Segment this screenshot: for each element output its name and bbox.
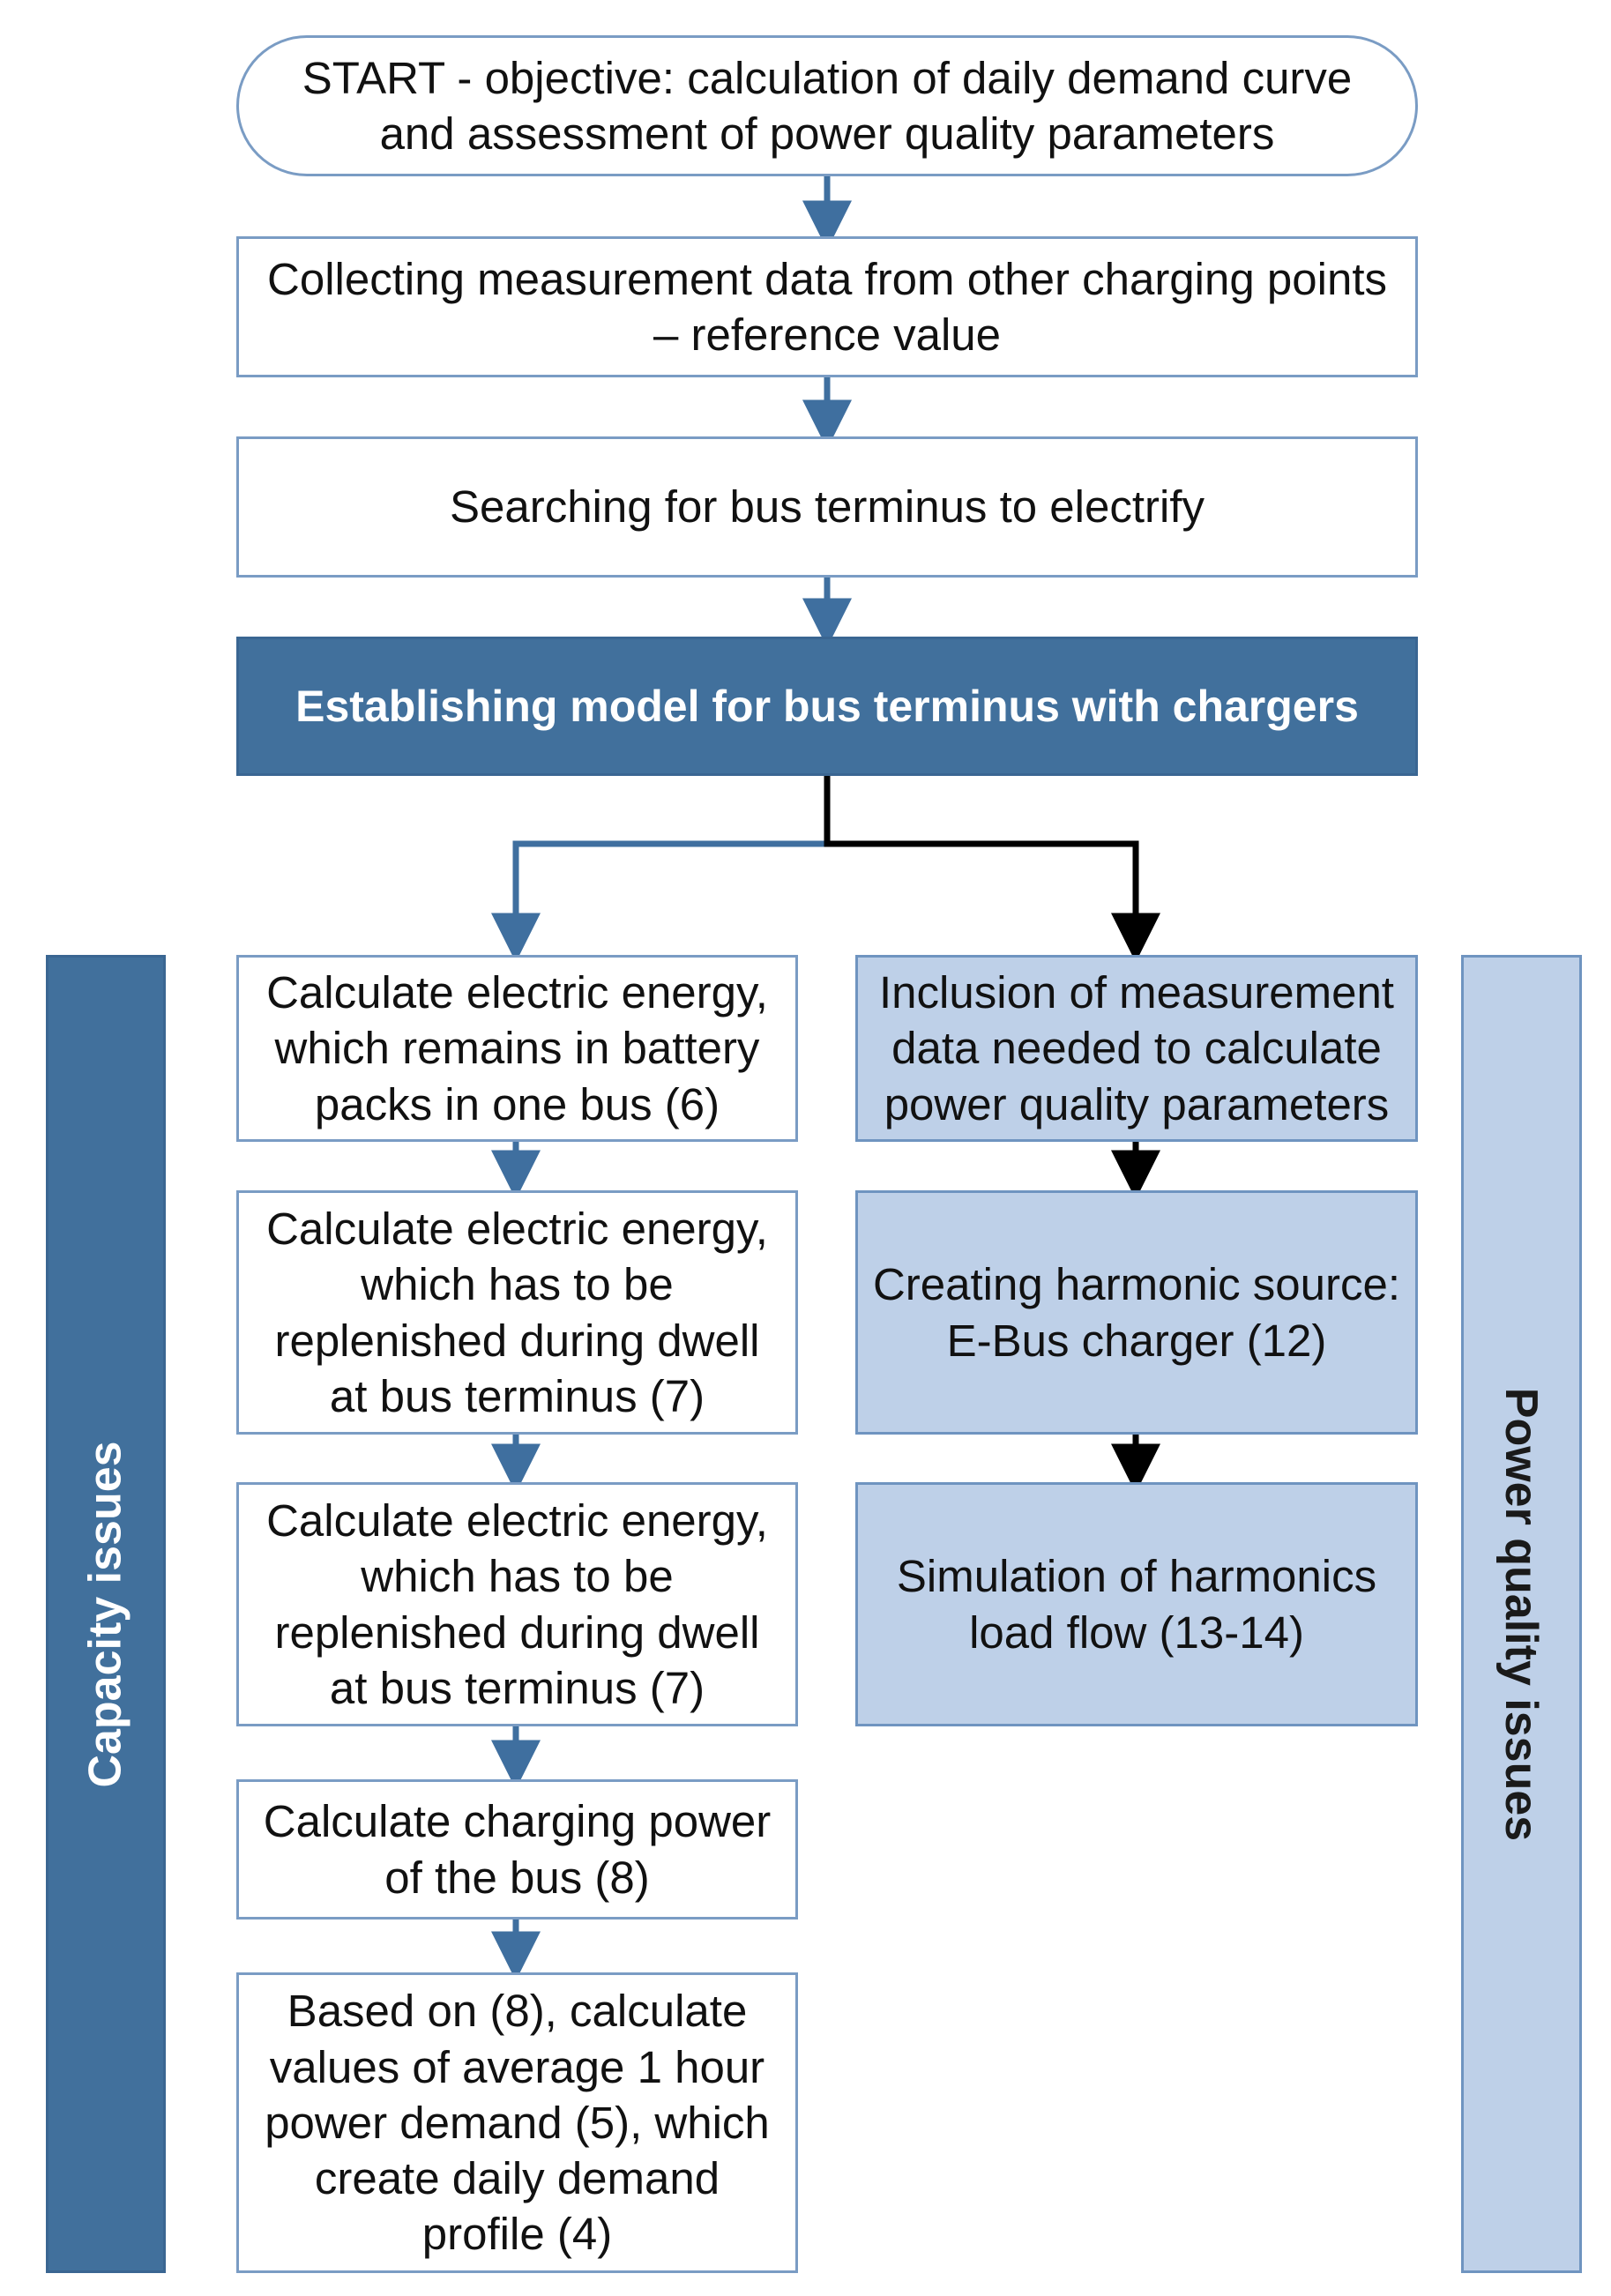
left-step-1: Calculate electric energy, which remains… [236, 955, 798, 1142]
left-step-1-text: Calculate electric energy, which remains… [266, 967, 768, 1129]
power-quality-issues-label: Power quality issues [1495, 1387, 1548, 1841]
capacity-issues-band: Capacity issues [46, 955, 166, 2273]
right-step-3-text: Simulation of harmonics load flow (13-14… [896, 1551, 1377, 1658]
arrow-model-to-left-branch [491, 774, 831, 963]
right-step-3: Simulation of harmonics load flow (13-14… [855, 1482, 1418, 1726]
left-step-4: Calculate charging power of the bus (8) [236, 1779, 798, 1920]
collect-data-step: Collecting measurement data from other c… [236, 236, 1418, 377]
collect-data-text: Collecting measurement data from other c… [267, 253, 1387, 360]
right-step-2: Creating harmonic source: E-Bus charger … [855, 1190, 1418, 1435]
right-step-1: Inclusion of measurement data needed to … [855, 955, 1418, 1142]
left-step-5-text: Based on (8), calculate values of averag… [265, 1986, 770, 2260]
power-quality-issues-band: Power quality issues [1461, 955, 1582, 2273]
right-step-1-text: Inclusion of measurement data needed to … [879, 967, 1394, 1129]
start-text: START - objective: calculation of daily … [302, 52, 1353, 159]
left-step-3: Calculate electric energy, which has to … [236, 1482, 798, 1726]
right-step-2-text: Creating harmonic source: E-Bus charger … [872, 1259, 1401, 1366]
establish-model-step: Establishing model for bus terminus with… [236, 637, 1418, 776]
arrow-model-to-right-branch [824, 774, 1160, 963]
start-node: START - objective: calculation of daily … [236, 35, 1418, 176]
left-step-2-text: Calculate electric energy, which has to … [266, 1204, 768, 1421]
search-terminus-text: Searching for bus terminus to electrify [449, 481, 1205, 533]
search-terminus-step: Searching for bus terminus to electrify [236, 436, 1418, 578]
left-step-2: Calculate electric energy, which has to … [236, 1190, 798, 1435]
left-step-4-text: Calculate charging power of the bus (8) [263, 1796, 772, 1903]
establish-model-text: Establishing model for bus terminus with… [295, 682, 1359, 731]
left-step-3-text: Calculate electric energy, which has to … [266, 1495, 768, 1713]
capacity-issues-label: Capacity issues [80, 1440, 132, 1788]
left-step-5: Based on (8), calculate values of averag… [236, 1972, 798, 2273]
